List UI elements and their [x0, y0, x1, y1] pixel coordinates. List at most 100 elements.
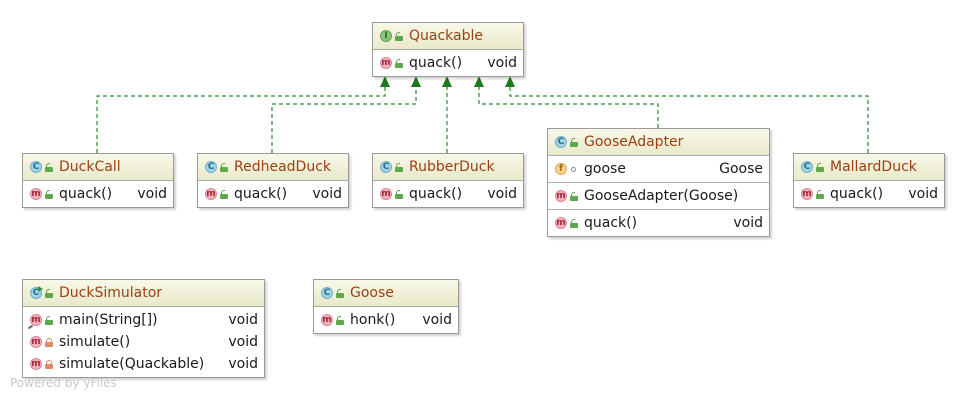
class-mallardduck[interactable]: C MallardDuck m quack() void [793, 153, 945, 208]
public-visibility-icon [336, 315, 344, 325]
public-visibility-icon [395, 31, 403, 41]
method-icon: m [380, 188, 392, 200]
arrowhead-gooseadapter [474, 76, 484, 87]
method-name: honk() [350, 312, 396, 328]
public-visibility-icon [570, 218, 578, 228]
methods-section: m quack() void [373, 50, 523, 76]
methods-section: m quack() void [198, 181, 348, 207]
method-type: void [733, 215, 763, 231]
class-icon: C [30, 161, 42, 173]
public-visibility-icon [395, 58, 403, 68]
class-redheadduck[interactable]: C RedheadDuck m quack() void [197, 153, 349, 208]
abstract-method-icon: m [380, 57, 392, 69]
edge-gooseadapter-quackable [478, 85, 659, 128]
method-name: quack() [830, 186, 884, 202]
method-name: quack() [234, 186, 288, 202]
watermark: Powered by yFiles [10, 376, 117, 390]
method-row[interactable]: m main(String[]) void [23, 309, 264, 331]
method-type: void [908, 186, 938, 202]
class-header: C DuckCall [23, 154, 173, 181]
static-method-icon: m [30, 314, 42, 326]
method-icon: m [555, 217, 567, 229]
method-row[interactable]: m quack() void [373, 52, 523, 74]
method-type: void [228, 334, 258, 350]
class-ducksimulator[interactable]: C DuckSimulator m main(String[]) void m … [22, 279, 265, 378]
methods-section: m quack() void [23, 181, 173, 207]
method-type: void [228, 356, 258, 372]
constructor-row[interactable]: m GooseAdapter(Goose) [548, 185, 769, 207]
public-visibility-icon [816, 162, 824, 172]
class-duckcall[interactable]: C DuckCall m quack() void [22, 153, 174, 208]
method-icon: m [555, 190, 567, 202]
package-private-visibility-icon [570, 165, 578, 174]
class-header: C DuckSimulator [23, 280, 264, 307]
methods-section: m quack() void [548, 209, 769, 236]
class-goose[interactable]: C Goose m honk() void [313, 279, 459, 334]
method-icon: m [801, 188, 813, 200]
method-icon: m [205, 188, 217, 200]
method-type: void [228, 312, 258, 328]
method-row[interactable]: m honk() void [314, 309, 458, 331]
class-header: C RedheadDuck [198, 154, 348, 181]
public-visibility-icon [570, 191, 578, 201]
public-visibility-icon [570, 137, 578, 147]
class-name: Goose [350, 285, 394, 301]
constructor-name: GooseAdapter(Goose) [584, 188, 739, 204]
method-row[interactable]: m quack() void [198, 183, 348, 205]
method-icon: m [30, 336, 42, 348]
method-row[interactable]: m quack() void [23, 183, 173, 205]
class-name: DuckCall [59, 159, 121, 175]
field-name: goose [584, 161, 626, 177]
arrowhead-mallardduck [505, 76, 515, 87]
method-name: quack() [59, 186, 113, 202]
arrowhead-rubberduck [442, 76, 452, 87]
public-visibility-icon [336, 288, 344, 298]
class-icon: C [801, 161, 813, 173]
public-visibility-icon [220, 189, 228, 199]
method-icon: m [321, 314, 333, 326]
public-visibility-icon [45, 162, 53, 172]
method-row[interactable]: m simulate(Quackable) void [23, 353, 264, 375]
method-name: simulate(Quackable) [59, 356, 205, 372]
method-row[interactable]: m quack() void [548, 212, 769, 234]
class-icon: C [321, 287, 333, 299]
class-name: DuckSimulator [59, 285, 163, 301]
class-header: C RubberDuck [373, 154, 523, 181]
class-icon: C [555, 136, 567, 148]
class-name: RedheadDuck [234, 159, 332, 175]
class-gooseadapter[interactable]: C GooseAdapter f goose Goose m GooseAdap… [547, 128, 770, 237]
public-visibility-icon [45, 288, 53, 298]
class-name: RubberDuck [409, 159, 495, 175]
field-row[interactable]: f goose Goose [548, 158, 769, 180]
field-icon: f [555, 163, 567, 175]
class-header: C Goose [314, 280, 458, 307]
class-rubberduck[interactable]: C RubberDuck m quack() void [372, 153, 524, 208]
class-header: I Quackable [373, 23, 523, 50]
public-visibility-icon [45, 189, 53, 199]
constructors-section: m GooseAdapter(Goose) [548, 182, 769, 209]
class-name: MallardDuck [830, 159, 917, 175]
method-type: void [312, 186, 342, 202]
private-visibility-icon [45, 337, 53, 347]
method-row[interactable]: m quack() void [794, 183, 944, 205]
class-name: Quackable [409, 28, 483, 44]
arrowhead-duckcall [380, 76, 390, 87]
method-icon: m [30, 358, 42, 370]
class-icon: C [205, 161, 217, 173]
fields-section: f goose Goose [548, 156, 769, 182]
method-row[interactable]: m quack() void [373, 183, 523, 205]
public-visibility-icon [816, 189, 824, 199]
class-header: C GooseAdapter [548, 129, 769, 156]
method-type: void [422, 312, 452, 328]
method-name: simulate() [59, 334, 131, 350]
methods-section: m main(String[]) void m simulate() void … [23, 307, 264, 377]
public-visibility-icon [395, 162, 403, 172]
edge-duckcall-quackable [96, 85, 386, 153]
class-quackable[interactable]: I Quackable m quack() void [372, 22, 524, 77]
class-header: C MallardDuck [794, 154, 944, 181]
method-name: quack() [409, 55, 463, 71]
method-row[interactable]: m simulate() void [23, 331, 264, 353]
methods-section: m quack() void [794, 181, 944, 207]
class-name: GooseAdapter [584, 134, 684, 150]
class-icon: C [380, 161, 392, 173]
